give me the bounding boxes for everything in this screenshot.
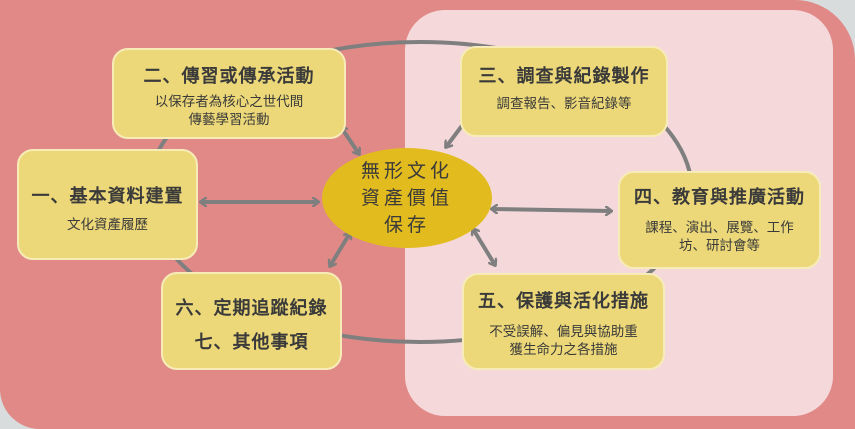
box-sub: 獲生命力之各措施 <box>509 342 618 358</box>
center-line: 無形文化 <box>360 159 453 182</box>
box-transmission: 二、傳習或傳承活動 以保存者為核心之世代間 傳藝學習活動 <box>112 48 346 139</box>
box-survey: 三、調查與紀錄製作 調查報告、影音紀錄等 <box>460 46 668 137</box>
box-education: 四、教育與推廣活動 課程、演出、展覽、工作 坊、研討會等 <box>618 171 821 269</box>
box-sub: 課程、演出、展覽、工作 <box>645 220 794 236</box>
box-title: 四、教育與推廣活動 <box>634 187 805 208</box>
center-line: 資產價值 <box>360 186 453 209</box>
arrow-b5 <box>473 229 495 265</box>
arrow-b2 <box>341 127 359 154</box>
center-ellipse: 無形文化資產價值保存 <box>322 148 492 248</box>
box-title: 二、傳習或傳承活動 <box>143 66 315 87</box>
box-sub: 坊、研討會等 <box>679 238 760 254</box>
box-sub: 文化資產履歷 <box>67 217 148 233</box>
box-title: 一、基本資料建置 <box>31 186 184 207</box>
arrow-b4 <box>492 209 611 211</box>
box-sub: 不受誤解、偏見與協助重 <box>489 324 638 340</box>
center-line: 保存 <box>383 213 430 236</box>
box-sub: 調查報告、影音紀錄等 <box>496 96 632 112</box>
box-sub: 傳藝學習活動 <box>188 112 270 128</box>
box-basic-data: 一、基本資料建置 文化資產履歷 <box>17 149 198 260</box>
box-sub: 以保存者為核心之世代間 <box>154 94 304 110</box>
box-title: 三、調查與紀錄製作 <box>478 66 650 87</box>
arrow-b6 <box>330 233 350 266</box>
box-title: 六、定期追蹤紀錄 <box>175 298 328 319</box>
box-title: 七、其他事項 <box>194 332 309 353</box>
box-tracking: 六、定期追蹤紀錄 七、其他事項 <box>161 272 342 370</box>
box-title: 五、保護與活化措施 <box>478 291 649 312</box>
box-protection: 五、保護與活化措施 不受誤解、偏見與協助重 獲生命力之各措施 <box>462 273 665 370</box>
